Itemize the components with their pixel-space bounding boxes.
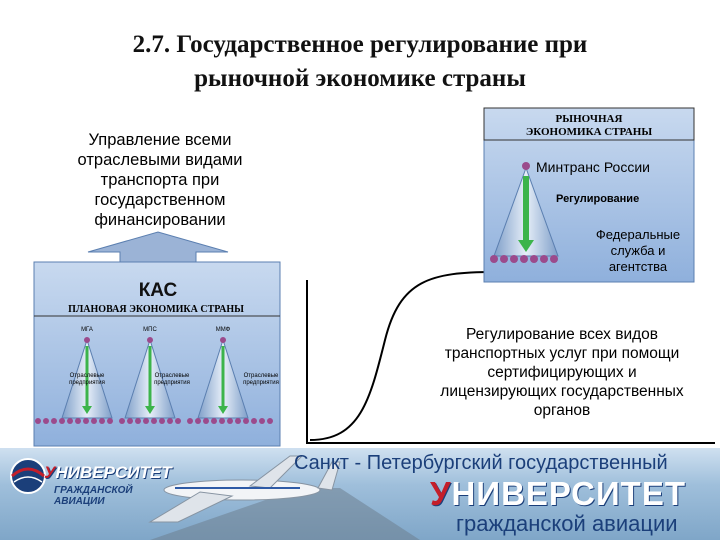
regulation-line-1: Регулирование всех видов [412, 325, 712, 344]
mmf-node [227, 418, 233, 424]
mmf-node [195, 418, 201, 424]
mmf-node [251, 418, 257, 424]
mintrans-label: Минтранс России [536, 159, 696, 175]
mga-node [107, 418, 113, 424]
mmf-node [259, 418, 265, 424]
market-top-node [522, 162, 530, 170]
regulation-line-5: органов [412, 401, 712, 420]
kas-label: КАС [128, 280, 188, 302]
mmf-node [219, 418, 225, 424]
globe-logo-icon [11, 459, 45, 493]
market-label-line-1: РЫНОЧНАЯ [484, 113, 694, 126]
market-economy-label: РЫНОЧНАЯ ЭКОНОМИКА СТРАНЫ [484, 113, 694, 139]
logo-university-rest: НИВЕРСИТЕТ [56, 463, 172, 482]
mps-node [143, 418, 149, 424]
market-label-line-2: ЭКОНОМИКА СТРАНЫ [484, 126, 694, 139]
mga-enterprises-label: Отраслевые предприятия [61, 373, 113, 387]
mps-node [167, 418, 173, 424]
federal-agencies-label: Федеральные служба и агентства [578, 227, 698, 275]
planned-economy-label: ПЛАНОВАЯ ЭКОНОМИКА СТРАНЫ [36, 304, 276, 315]
mps-node [159, 418, 165, 424]
mga-node [43, 418, 49, 424]
logo-u-letter: У [44, 463, 56, 482]
mps-label: МПС [130, 327, 170, 333]
mmf-enterprises-label: Отраслевые предприятия [235, 373, 287, 387]
mmf-node [267, 418, 273, 424]
market-node [510, 255, 518, 263]
mmf-top-node [220, 337, 226, 343]
market-node [520, 255, 528, 263]
mps-node [135, 418, 141, 424]
logo-university-text: УНИВЕРСИТЕТ [44, 463, 164, 483]
banner-university-line: УНИВЕРСИТЕТ [430, 475, 700, 513]
mps-top-node [147, 337, 153, 343]
market-node [490, 255, 498, 263]
mmf-node [243, 418, 249, 424]
mga-node [59, 418, 65, 424]
regulation-description: Регулирование всех видов транспортных ус… [412, 325, 712, 420]
market-node [530, 255, 538, 263]
mga-node [83, 418, 89, 424]
regulation-label: Регулирование [556, 193, 676, 205]
federal-line-2: служба и [578, 243, 698, 259]
logo-subtitle: ГРАЖДАНСКОЙ АВИАЦИИ [54, 485, 174, 507]
banner-city-line: Санкт - Петербургский государственный [294, 452, 714, 475]
mps-enterprises-label: Отраслевые предприятия [146, 373, 198, 387]
banner-civil-aviation-line: гражданской авиации [456, 511, 696, 537]
mga-node [51, 418, 57, 424]
market-node [540, 255, 548, 263]
mps-node [175, 418, 181, 424]
mmf-node [235, 418, 241, 424]
federal-line-1: Федеральные [578, 227, 698, 243]
mmf-node [211, 418, 217, 424]
mga-node [75, 418, 81, 424]
mmf-node [187, 418, 193, 424]
up-arrow [88, 232, 228, 262]
mmf-label: ММФ [203, 327, 243, 333]
banner-university-rest: НИВЕРСИТЕТ [452, 475, 686, 512]
mga-node [91, 418, 97, 424]
mga-node [35, 418, 41, 424]
mps-node [127, 418, 133, 424]
mga-node [67, 418, 73, 424]
mmf-node [203, 418, 209, 424]
regulation-line-2: транспортных услуг при помощи [412, 344, 712, 363]
market-node [550, 255, 558, 263]
mps-node [151, 418, 157, 424]
regulation-line-4: лицензирующих государственных [412, 382, 712, 401]
federal-line-3: агентства [578, 259, 698, 275]
mps-node [119, 418, 125, 424]
market-node [500, 255, 508, 263]
mga-label: МГА [67, 327, 107, 333]
banner-u-letter: У [430, 475, 452, 512]
mga-top-node [84, 337, 90, 343]
regulation-line-3: сертифицирующих и [412, 363, 712, 382]
mga-node [99, 418, 105, 424]
